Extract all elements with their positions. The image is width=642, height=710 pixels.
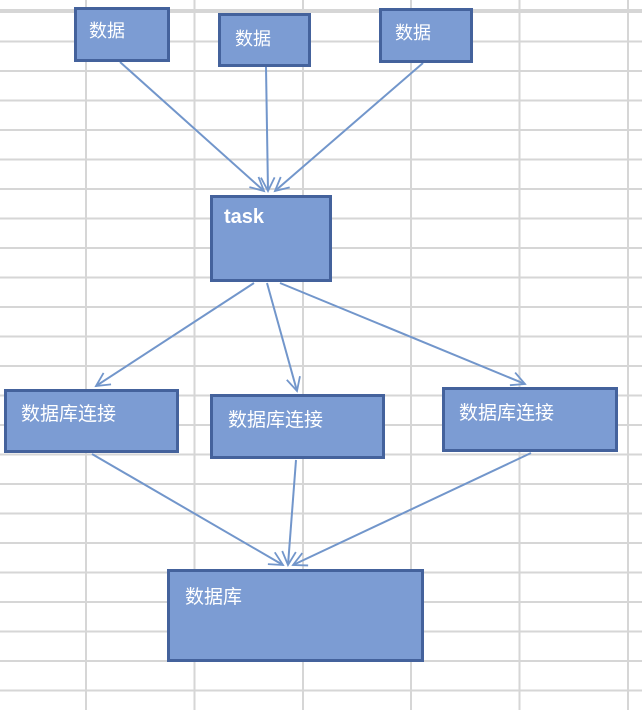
node-data-1[interactable]: 数据 — [74, 7, 170, 62]
connector-arrow-task-conn3[interactable] — [279, 282, 525, 384]
connector-arrow-data1-task[interactable] — [119, 61, 264, 191]
connector-arrow-conn2-db[interactable] — [288, 459, 297, 565]
node-data-3[interactable]: 数据 — [379, 8, 473, 63]
node-database-label: 数据库 — [185, 587, 243, 608]
node-data-2-label: 数据 — [235, 29, 271, 49]
node-db-connection-1-label: 数据库连接 — [21, 404, 117, 425]
connector-arrow-data3-task[interactable] — [275, 62, 424, 191]
node-db-connection-3-label: 数据库连接 — [459, 403, 555, 424]
node-data-1-label: 数据 — [89, 21, 125, 41]
node-db-connection-3[interactable]: 数据库连接 — [442, 387, 618, 452]
connector-arrow-task-conn1[interactable] — [96, 282, 255, 386]
node-task-label: task — [224, 206, 265, 228]
connector-arrow-conn1-db[interactable] — [91, 453, 283, 565]
connector-arrow-task-conn2[interactable] — [266, 282, 297, 391]
node-task[interactable]: task — [210, 195, 332, 282]
connector-arrow-conn3-db[interactable] — [293, 452, 532, 565]
node-db-connection-1[interactable]: 数据库连接 — [4, 389, 179, 453]
node-db-connection-2-label: 数据库连接 — [228, 410, 324, 431]
connector-arrow-data2-task[interactable] — [266, 66, 268, 191]
node-data-2[interactable]: 数据 — [218, 13, 311, 67]
node-data-3-label: 数据 — [395, 23, 431, 43]
node-db-connection-2[interactable]: 数据库连接 — [210, 394, 385, 459]
node-database[interactable]: 数据库 — [167, 569, 424, 662]
